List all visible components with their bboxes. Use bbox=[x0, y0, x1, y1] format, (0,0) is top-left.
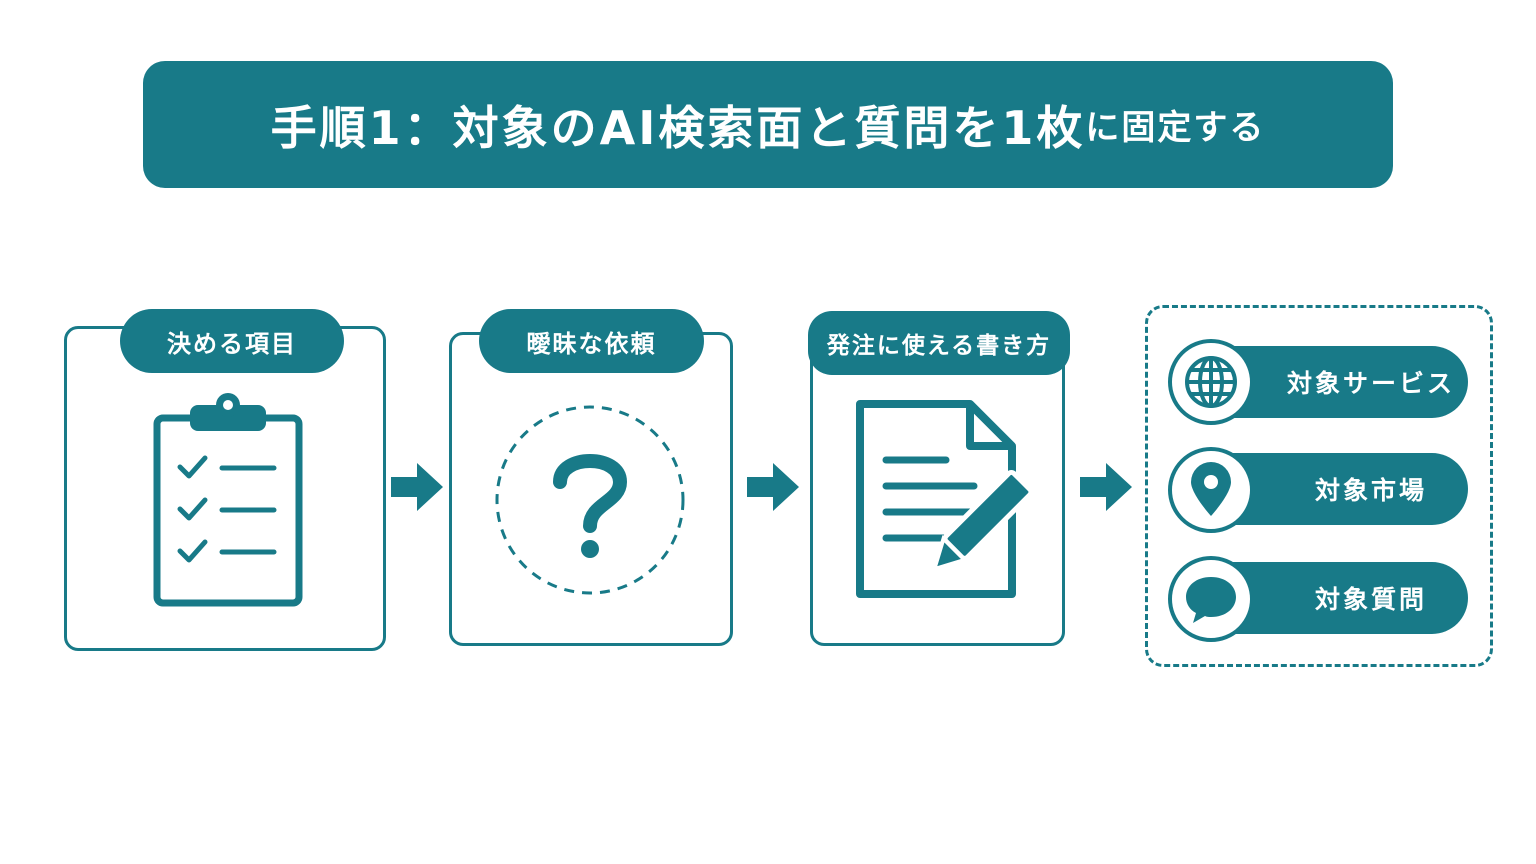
target-icon-circle-market bbox=[1168, 447, 1254, 533]
title-banner: 手順1：対象のAI検索面と質問を1枚 に固定する bbox=[143, 61, 1393, 188]
arrow-right-icon bbox=[1080, 463, 1132, 511]
step-card-1 bbox=[64, 326, 386, 651]
target-icon-circle-service bbox=[1168, 339, 1254, 425]
question-mark-icon bbox=[495, 405, 685, 595]
arrow-right-icon bbox=[747, 463, 799, 511]
title-main: 手順1：対象のAI検索面と質問を1枚 bbox=[270, 100, 1086, 155]
target-icon-circle-question bbox=[1168, 556, 1254, 642]
targets-group bbox=[1145, 305, 1493, 667]
target-label-question: 対象質問 bbox=[1314, 585, 1427, 614]
step-label-2: 曖昧な依頼 bbox=[479, 309, 704, 373]
step-label-1: 決める項目 bbox=[120, 309, 344, 373]
arrow-right-icon bbox=[391, 463, 443, 511]
speech-bubble-icon bbox=[1186, 577, 1236, 623]
step-label-3: 発注に使える書き方 bbox=[808, 311, 1070, 375]
document-pen-icon bbox=[856, 400, 1034, 598]
target-label-market: 対象市場 bbox=[1314, 476, 1427, 505]
globe-icon bbox=[1185, 356, 1237, 408]
target-label-service: 対象サービス bbox=[1286, 369, 1455, 398]
title-suffix: に固定する bbox=[1085, 108, 1266, 148]
location-pin-icon bbox=[1191, 462, 1231, 516]
clipboard-checklist-icon bbox=[153, 393, 303, 607]
